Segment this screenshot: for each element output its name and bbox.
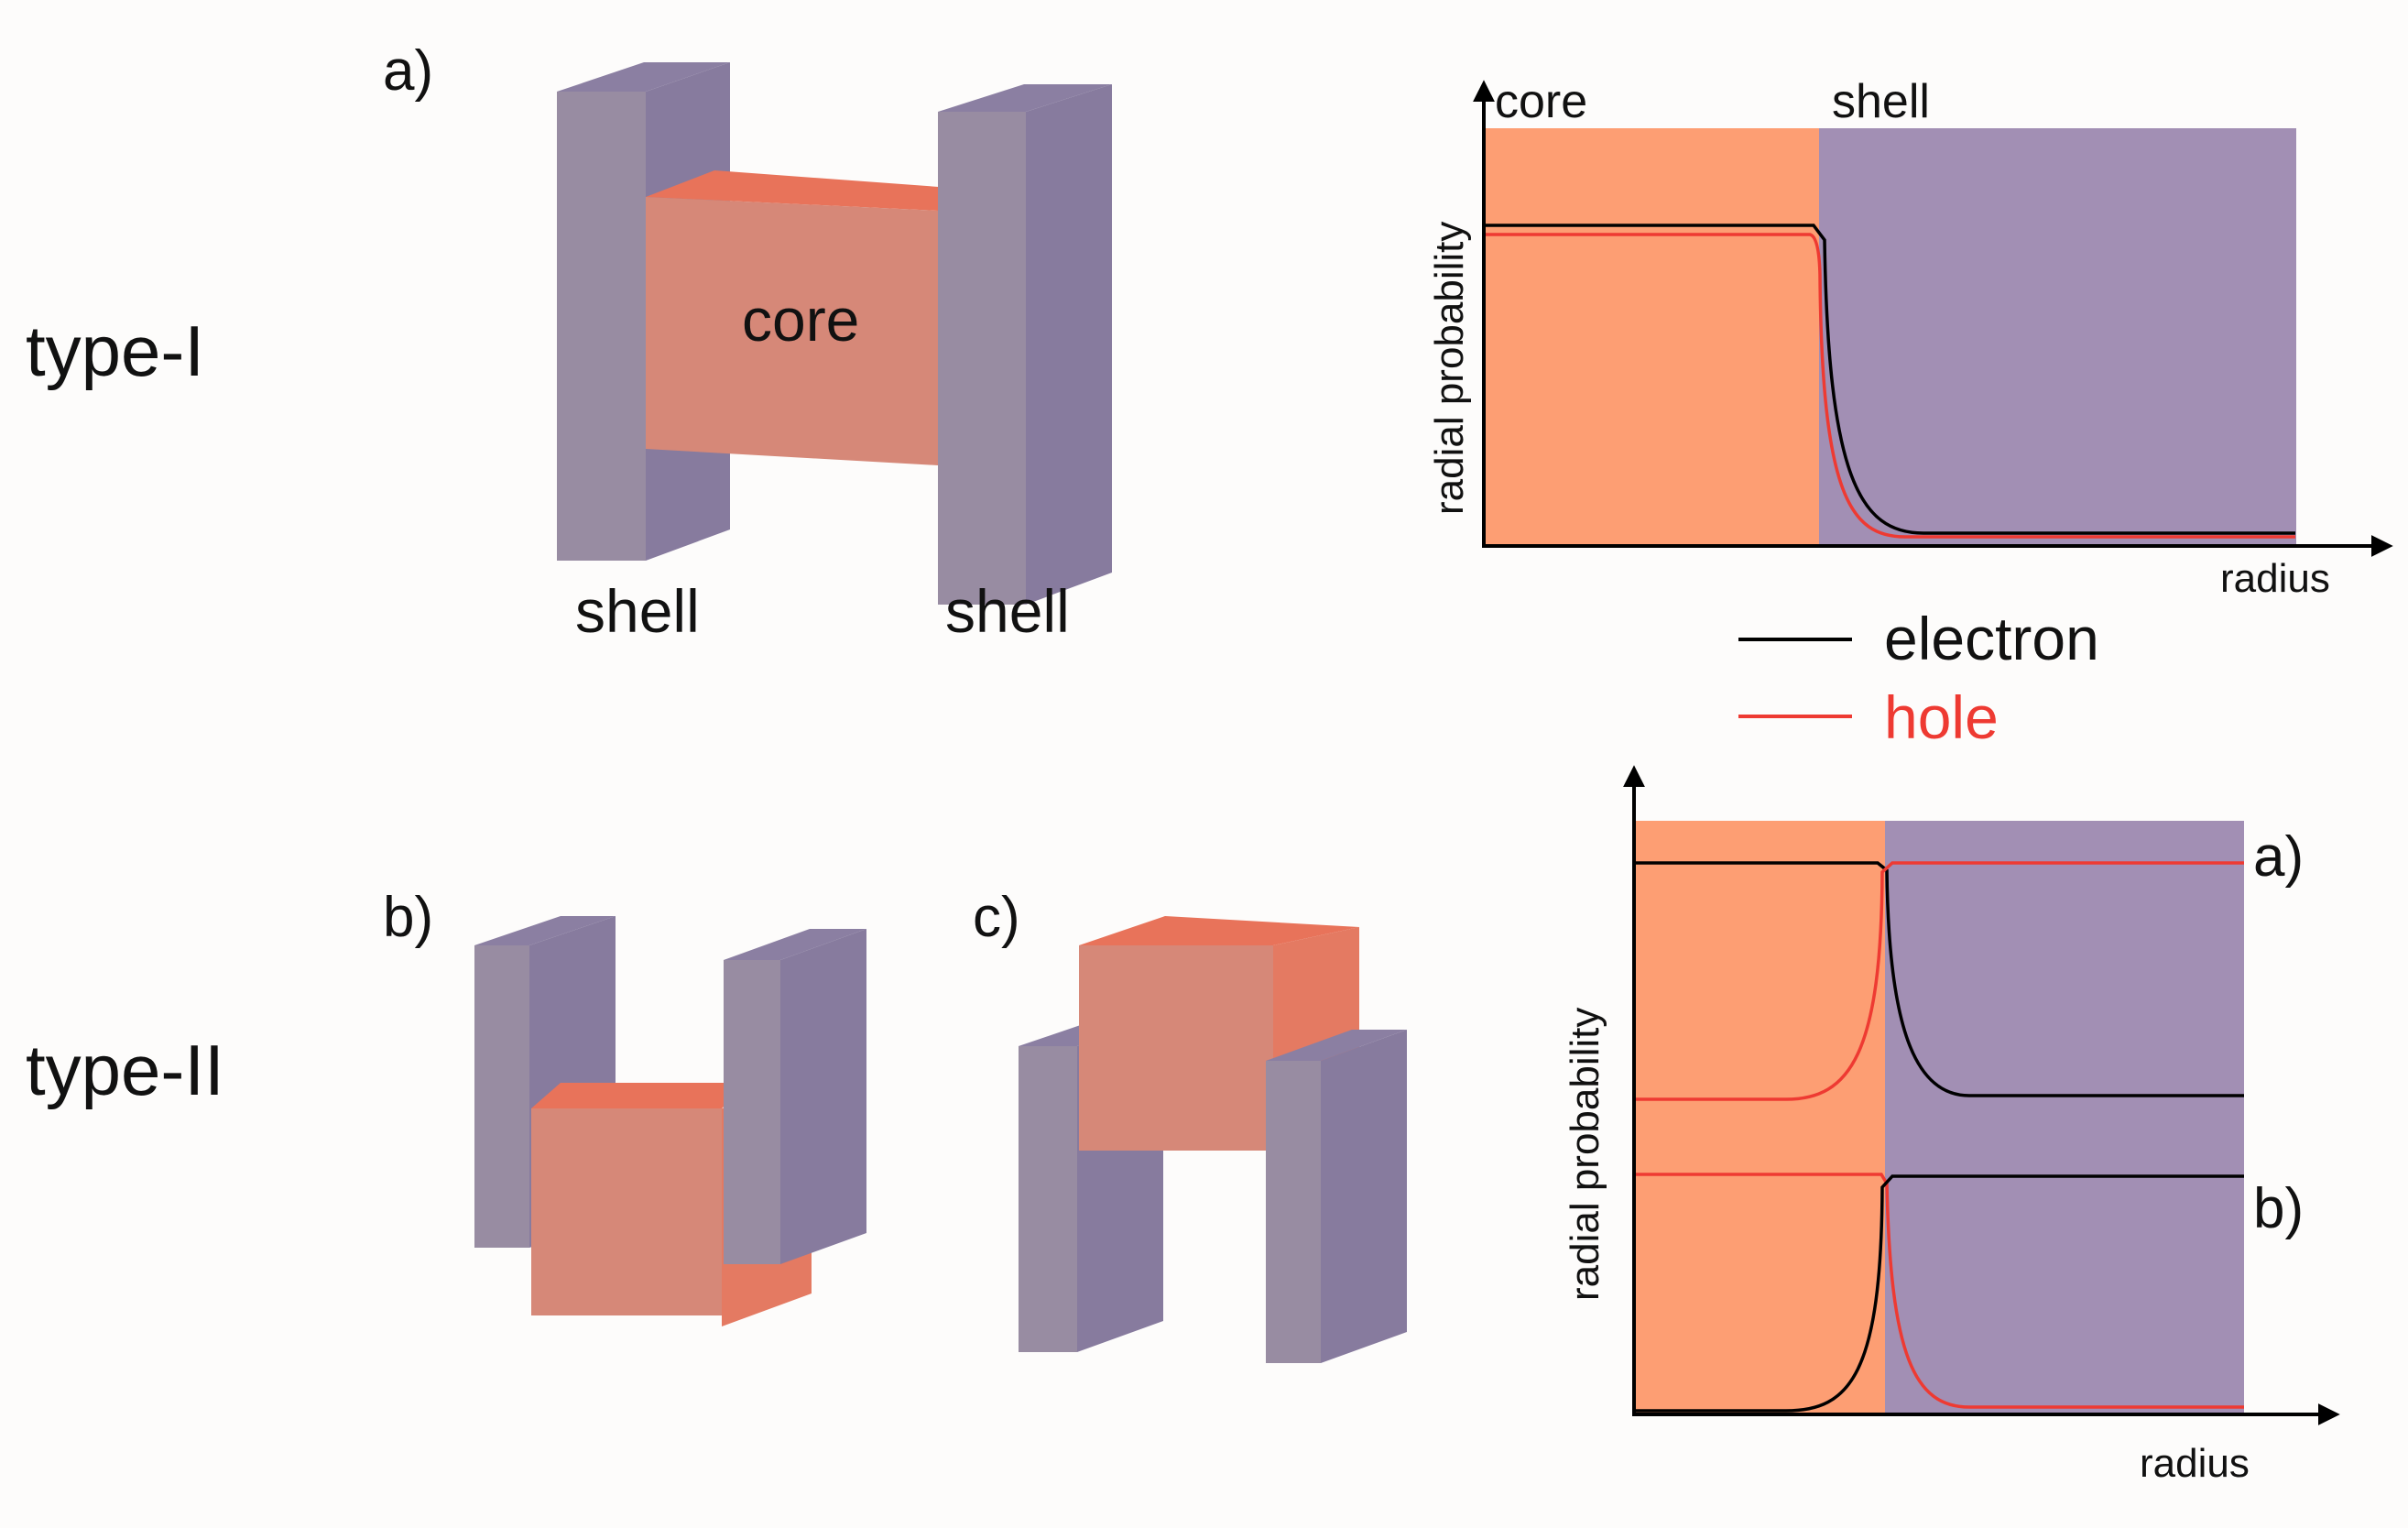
plot2-y-label: radial probability [1563, 1008, 1607, 1301]
panel-a-label: a) [383, 39, 433, 103]
panel-b-label: b) [383, 886, 433, 949]
core-block [646, 170, 964, 465]
type2c-structure [1019, 916, 1407, 1363]
shell-block-right [938, 84, 1112, 605]
plot2a-hole-curve [1636, 861, 2244, 1101]
plot-type1: core shell radial probability radius [1427, 75, 2393, 601]
panel-c-label: c) [973, 886, 1020, 949]
shell-block-right-b [724, 929, 866, 1264]
type2-label: type-II [26, 1030, 224, 1110]
core-label: core [742, 286, 859, 354]
plot2-core-region [1634, 821, 1885, 1414]
plot1-core-region [1484, 128, 1819, 545]
plot1-shell-region [1819, 128, 2296, 545]
legend: electron hole [1738, 605, 2099, 751]
plot1-electron-curve [1486, 224, 2295, 535]
shell-block-right-c [1266, 1030, 1407, 1363]
shell-right-label: shell [945, 577, 1070, 645]
legend-hole-label: hole [1884, 683, 1999, 751]
plot2-x-label: radius [2140, 1441, 2250, 1486]
plot2-curve-b-label: b) [2253, 1177, 2304, 1240]
plot1-hole-curve [1486, 233, 2295, 539]
plot2a-electron-curve [1636, 861, 2244, 1097]
shell-left-label: shell [575, 577, 700, 645]
type1-structure: core shell shell [557, 62, 1112, 645]
plot2b-hole-curve [1636, 1173, 2244, 1409]
plot-type2: a) b) radial probability radius [1563, 765, 2340, 1486]
plot1-shell-label: shell [1832, 75, 1930, 128]
plot2-curve-a-label: a) [2253, 825, 2304, 889]
plot1-core-label: core [1495, 75, 1587, 128]
plot2b-electron-curve [1636, 1174, 2244, 1413]
plot1-x-label: radius [2220, 556, 2330, 601]
plot2-shell-region [1885, 821, 2244, 1414]
legend-electron-label: electron [1884, 605, 2099, 672]
plot1-y-label: radial probability [1427, 222, 1472, 515]
type2b-structure [474, 916, 866, 1326]
type1-label: type-I [26, 311, 204, 391]
